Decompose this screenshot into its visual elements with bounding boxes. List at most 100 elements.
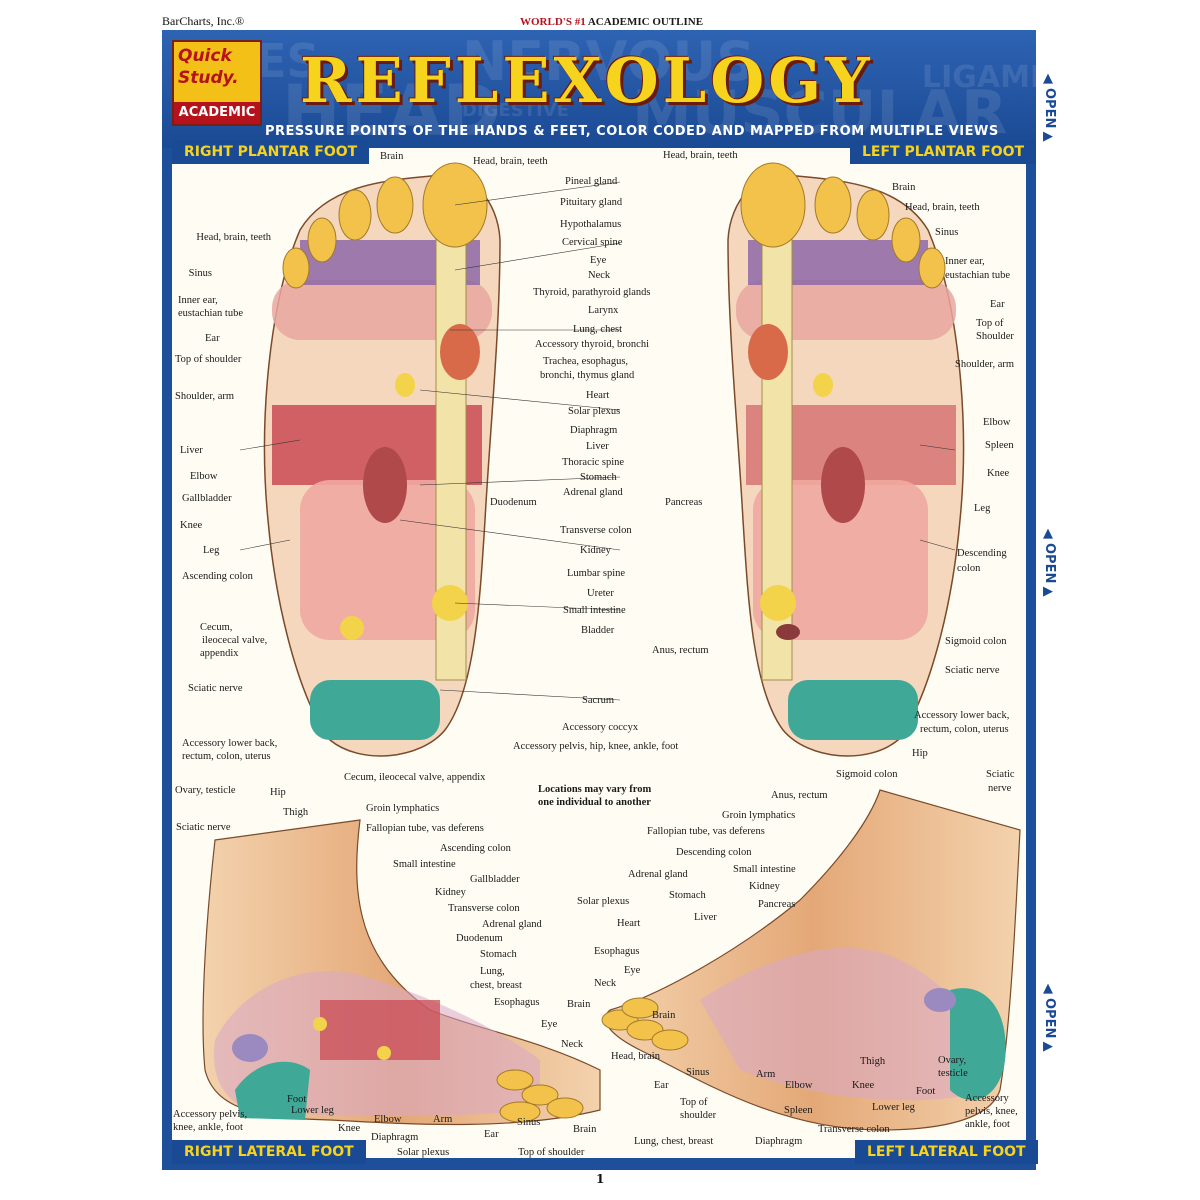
label-ll: Transverse colon [818,1124,890,1135]
label-ll: Ear [654,1080,669,1091]
label-rp-duodenum: Duodenum [490,497,537,508]
quickstudy-logo: Quick Study. ACADEMIC [172,40,262,126]
label-rl: Arm [433,1114,453,1125]
right-lateral-toes [496,1069,584,1123]
label-rp: Sinus [188,268,212,279]
right-lateral-point [313,1017,327,1031]
label-ll: nerve [988,783,1012,794]
right-cecum [340,616,364,640]
label-rl: Brain [567,999,591,1010]
label-center: Pituitary gland [560,197,623,208]
label-rp: Liver [180,445,203,456]
right-kidney [363,447,407,523]
label-lp: Anus, rectum [652,645,709,656]
label-lp: Head, brain, teeth [663,150,738,161]
label-lp: Sinus [935,227,959,238]
leader-lines [239,181,956,701]
label-center: Accessory coccyx [562,722,639,733]
label-rl: Small intestine [393,859,456,870]
label-rl: Knee [338,1123,361,1134]
label-rl: Sciatic nerve [176,822,231,833]
label-center: Cervical spine [562,237,623,248]
label-rl: Diaphragm [371,1132,419,1143]
logo-line2: Study. [178,68,239,88]
label-lp: Elbow [983,417,1011,428]
right-lateral-knee [232,1034,268,1062]
label-rl: Elbow [374,1114,402,1125]
label-lp: Top of [976,318,1004,329]
label-ll: Accessory [965,1093,1009,1104]
label-rl: Ascending colon [440,843,511,854]
label-ll: Heart [617,918,641,929]
right-toe-5 [282,247,310,289]
right-toe-3 [338,189,372,241]
logo-line1: Quick [178,46,232,66]
label-lp: Descending [957,548,1007,559]
right-lateral-point [377,1046,391,1060]
label-rl: Adrenal gland [482,919,542,930]
left-lateral-knee [924,988,956,1012]
label-center: Bladder [581,625,615,636]
label-center: Thoracic spine [562,457,625,468]
open-tab[interactable]: ▲ OPEN ▶ [1040,70,1057,146]
label-center: bronchi, thymus gland [540,370,635,381]
label-center: Accessory thyroid, bronchi [535,339,650,350]
label-rl: Ovary, testicle [175,785,236,796]
label-ll: Sigmoid colon [836,769,898,780]
publisher-name: BarCharts, Inc.® [162,14,245,28]
label-ll: testicle [938,1068,968,1079]
label-rl: Sinus [517,1117,541,1128]
left-intestine-zone [753,480,928,640]
tagline: WORLD'S #1 ACADEMIC OUTLINE [520,16,703,28]
label-rl: rectum, colon, uterus [182,751,271,762]
left-toe-3 [856,189,890,241]
label-center: Solar plexus [568,406,621,417]
label-lp: Shoulder [976,331,1014,342]
label-ll: Head, brain [611,1051,660,1062]
tab-arrow-icon: ▲ [1043,981,1053,996]
label-lp: Leg [974,503,991,514]
left-lateral-toes [601,997,689,1051]
label-rl: Kidney [435,887,466,898]
right-toe-4 [307,217,337,263]
open-tab[interactable]: ▲ OPEN ▶ [1040,980,1057,1056]
label-center: Lung, chest [573,324,622,335]
label-lp: Head, brain, teeth [905,202,980,213]
bg-word: NERVOUS [462,30,756,93]
label-rl: Eye [541,1019,558,1030]
label-ll: ankle, foot [965,1119,1010,1130]
label-ll: Spleen [784,1105,813,1116]
label-ll: Esophagus [594,946,640,957]
tab-arrow-icon: ▶ [1043,1039,1053,1055]
right-heel-zone [310,680,440,740]
tab-arrow-icon: ▲ [1043,71,1053,86]
label-ll: Brain [652,1010,676,1021]
label-rl: Hip [270,787,286,798]
page-subtitle: PRESSURE POINTS OF THE HANDS & FEET, COL… [265,124,999,139]
label-lp: rectum, colon, uterus [920,724,1009,735]
open-tab[interactable]: ▲ OPEN ▶ [1040,525,1057,601]
label-center: Lumbar spine [567,568,626,579]
label-rl: Stomach [480,949,517,960]
label-lp: eustachian tube [945,270,1011,281]
label-lp: Knee [987,468,1010,479]
label-ll: Hip [912,748,928,759]
right-plantar-foot [263,162,501,757]
left-lateral-heel [950,988,1006,1100]
right-bladder [432,585,468,621]
bg-word: LIGAMEN [922,60,1036,95]
left-kidney [821,447,865,523]
label-rl: Cecum, ileocecal valve, appendix [344,772,486,783]
label-center: Kidney [580,545,611,556]
label-rl: Lung, [480,966,505,977]
bg-word: HEAD [282,70,501,148]
left-toe-5 [918,247,946,289]
label-center: Accessory pelvis, hip, knee, ankle, foot [513,741,679,752]
label-lp: Inner ear, [945,256,985,267]
left-toe-4 [891,217,921,263]
label-rl: Ear [484,1129,499,1140]
label-ll: Sciatic [986,769,1015,780]
label-rl: Accessory pelvis, [173,1109,248,1120]
label-rp-brain: Brain [380,151,404,162]
